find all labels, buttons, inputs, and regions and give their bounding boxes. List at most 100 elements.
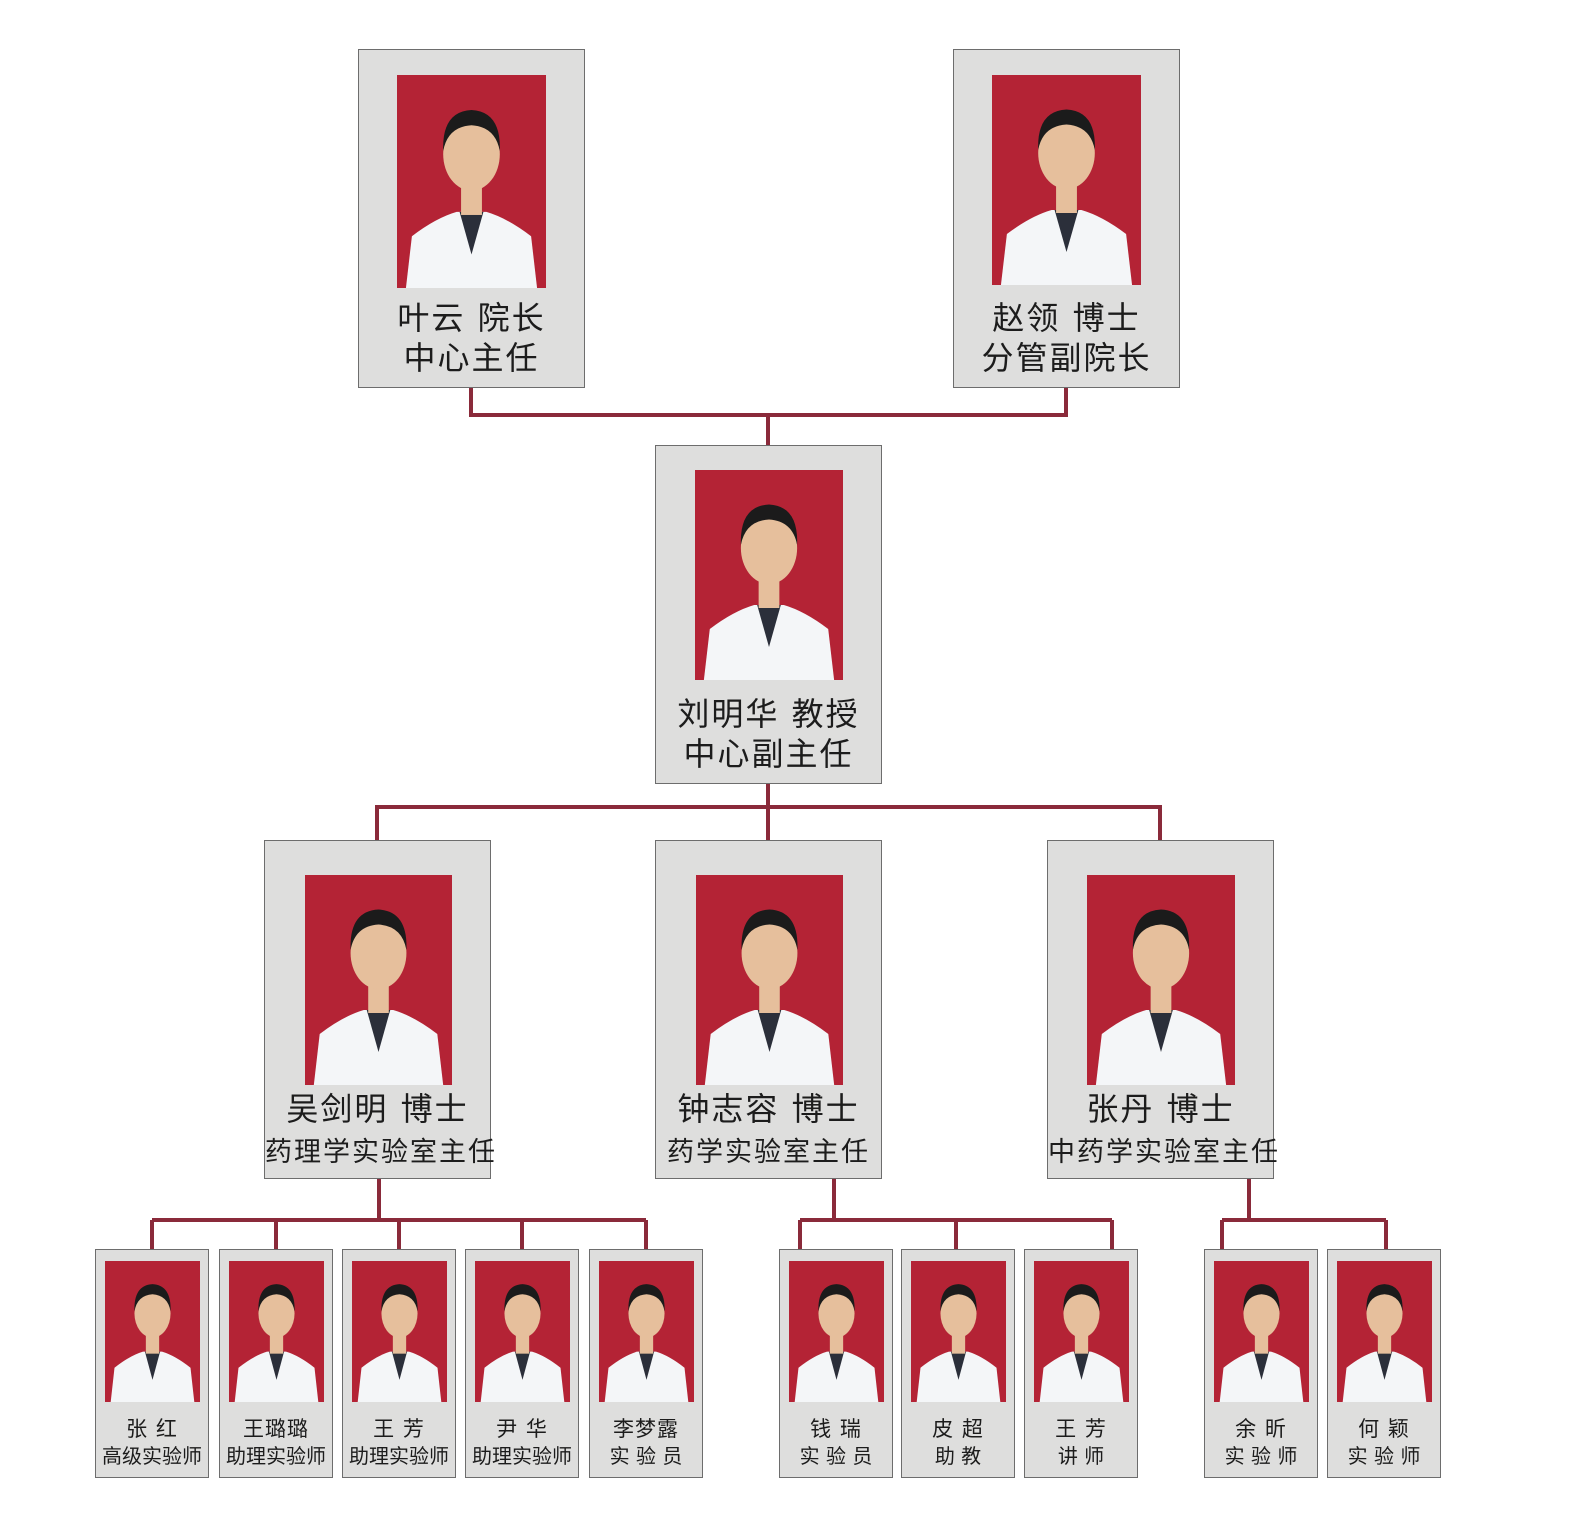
staff-card-level4: 王 芳 讲 师 [1024,1249,1138,1478]
portrait-silhouette [704,909,835,1085]
shirt-shape [1253,1351,1270,1380]
staff-name: 王 芳 [1055,1417,1107,1441]
neck-shape [1150,986,1172,1013]
hair-shape [134,1284,171,1312]
staff-title: 高级实验师 [102,1444,202,1468]
portrait-silhouette [480,1284,565,1402]
neck-shape [368,986,389,1013]
staff-name: 尹 华 [496,1417,548,1441]
staff-title: 实 验 员 [609,1444,683,1468]
face-shape [504,1289,541,1338]
shirt-shape [638,1351,655,1380]
shirt-shape [1073,1351,1090,1380]
hair-shape [1132,909,1190,950]
shirt-shape [144,1351,161,1380]
face-shape [1243,1289,1280,1338]
portrait-silhouette [1000,109,1133,285]
staff-title: 助理实验师 [472,1444,572,1468]
staff-card-level4: 王璐璐 助理实验师 [219,1249,333,1478]
shirt-shape [1376,1351,1393,1380]
neck-shape [392,1335,407,1354]
staff-name: 刘明华 教授 [677,695,860,733]
portrait-silhouette [357,1284,442,1402]
staff-name: 张 红 [126,1417,178,1441]
staff-card-level4: 张 红 高级实验师 [95,1249,209,1478]
neck-shape [1074,1335,1089,1354]
portrait-photo [305,875,452,1085]
face-shape [1063,1289,1100,1338]
staff-card-level4: 钱 瑞 实 验 员 [779,1249,893,1478]
neck-shape [1377,1335,1392,1354]
shirt-shape [950,1351,967,1380]
portrait-silhouette [794,1284,879,1402]
staff-card-level4: 尹 华 助理实验师 [465,1249,579,1478]
portrait-silhouette [916,1284,1001,1402]
hair-shape [258,1284,295,1312]
staff-name: 钟志容 博士 [677,1090,860,1128]
staff-card-level4: 何 颖 实 验 师 [1327,1249,1441,1478]
hair-shape [940,1284,977,1312]
staff-title: 中药学实验室主任 [1048,1137,1280,1168]
portrait-silhouette [703,504,835,680]
portrait-photo [1337,1261,1432,1402]
portrait-photo [992,75,1141,285]
neck-shape [515,1335,530,1354]
staff-title: 分管副院长 [981,339,1152,377]
staff-title: 实 验 师 [1224,1444,1298,1468]
staff-title: 药学实验室主任 [667,1137,870,1168]
portrait-silhouette [234,1284,319,1402]
portrait-silhouette [1095,909,1227,1085]
portrait-silhouette [1342,1284,1427,1402]
shirt-shape [514,1351,531,1380]
staff-card-level4: 余 昕 实 验 师 [1204,1249,1318,1478]
staff-card-level4: 王 芳 助理实验师 [342,1249,456,1478]
face-shape [1038,117,1095,189]
face-shape [350,917,407,989]
neck-shape [461,187,482,215]
staff-name: 钱 瑞 [810,1417,862,1441]
staff-title: 实 验 师 [1347,1444,1421,1468]
staff-card-level2: 刘明华 教授 中心副主任 [655,445,882,784]
hair-shape [741,909,798,950]
staff-name: 何 颖 [1358,1417,1410,1441]
hair-shape [740,504,798,545]
face-shape [741,917,798,989]
portrait-photo [229,1261,324,1402]
portrait-photo [105,1261,200,1402]
portrait-photo [352,1261,447,1402]
shirt-shape [828,1351,845,1380]
neck-shape [145,1335,160,1354]
staff-title: 助 教 [934,1444,982,1468]
staff-name: 张丹 博士 [1086,1090,1235,1128]
staff-name: 李梦露 [613,1417,679,1441]
staff-title: 药理学实验室主任 [265,1137,497,1168]
shirt-shape [757,605,781,647]
hair-shape [1038,109,1095,150]
portrait-silhouette [1039,1284,1124,1402]
staff-card-level4: 皮 超 助 教 [901,1249,1015,1478]
portrait-photo [695,470,843,680]
hair-shape [443,109,500,152]
portrait-photo [696,875,843,1085]
staff-name: 吴剑明 博士 [286,1090,469,1128]
shirt-shape [391,1351,408,1380]
staff-title: 中心主任 [403,339,540,377]
hair-shape [350,909,407,950]
face-shape [628,1289,665,1338]
portrait-photo [789,1261,884,1402]
staff-card-level1: 赵领 博士 分管副院长 [953,49,1180,388]
hair-shape [1063,1284,1100,1312]
portrait-silhouette [1219,1284,1304,1402]
portrait-silhouette [604,1284,689,1402]
neck-shape [759,986,780,1013]
shirt-shape [1149,1010,1173,1052]
portrait-silhouette [110,1284,195,1402]
portrait-photo [1087,875,1235,1085]
face-shape [1132,917,1190,989]
staff-card-level1: 叶云 院长 中心主任 [358,49,585,388]
neck-shape [1056,186,1077,213]
shirt-shape [366,1010,391,1052]
portrait-photo [397,75,546,288]
staff-title: 助理实验师 [349,1444,449,1468]
